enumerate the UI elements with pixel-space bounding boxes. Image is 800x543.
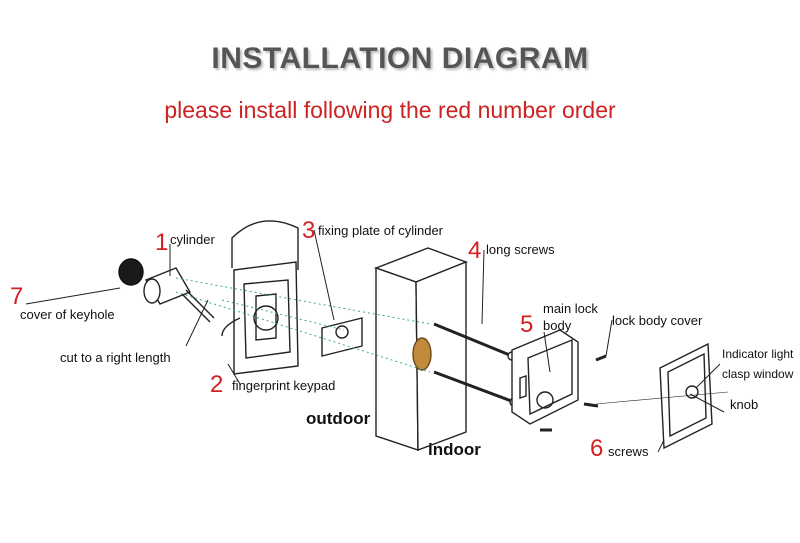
step-number-7: 7: [10, 283, 24, 310]
label-outdoor: outdoor: [306, 409, 371, 428]
leader-lines: [25, 229, 729, 453]
step-number-1: 1: [155, 229, 169, 256]
step-number-5: 5: [520, 311, 534, 338]
step-number-3: 3: [302, 217, 316, 244]
alignment-guides: [175, 277, 431, 373]
small-screws: [540, 354, 607, 432]
fixing-plate-part: [321, 317, 363, 357]
keyhole-cover: [118, 258, 144, 286]
label-lock-body-cover: lock body cover: [612, 313, 703, 328]
label-fixing-plate: fixing plate of cylinder: [318, 223, 444, 238]
main-lock-body-part: [511, 329, 579, 425]
step-number-4: 4: [468, 237, 482, 264]
label-main-lock-line2: body: [543, 318, 572, 333]
label-long-screws: long screws: [486, 242, 555, 257]
label-screws: screws: [608, 444, 649, 459]
step-number-2: 2: [210, 371, 224, 398]
label-fingerprint-keypad: fingerprint keypad: [232, 378, 336, 393]
cylinder-part: [143, 267, 215, 323]
door-slab: [373, 247, 468, 452]
label-knob: knob: [730, 397, 759, 412]
label-cylinder: cylinder: [170, 232, 215, 247]
label-indoor: indoor: [428, 440, 481, 459]
fingerprint-keypad-part: [221, 220, 299, 375]
label-main-lock-line1: main lock: [543, 301, 598, 316]
label-cover-of-keyhole: cover of keyhole: [20, 307, 115, 322]
step-number-6: 6: [590, 435, 604, 462]
page-title: INSTALLATION DIAGRAM: [211, 42, 589, 75]
label-indicator-line1: Indicator light: [722, 347, 794, 361]
label-cut-length: cut to a right length: [60, 350, 171, 365]
page-subtitle: please install following the red number …: [164, 97, 616, 123]
label-indicator-line2: clasp window: [722, 367, 794, 381]
